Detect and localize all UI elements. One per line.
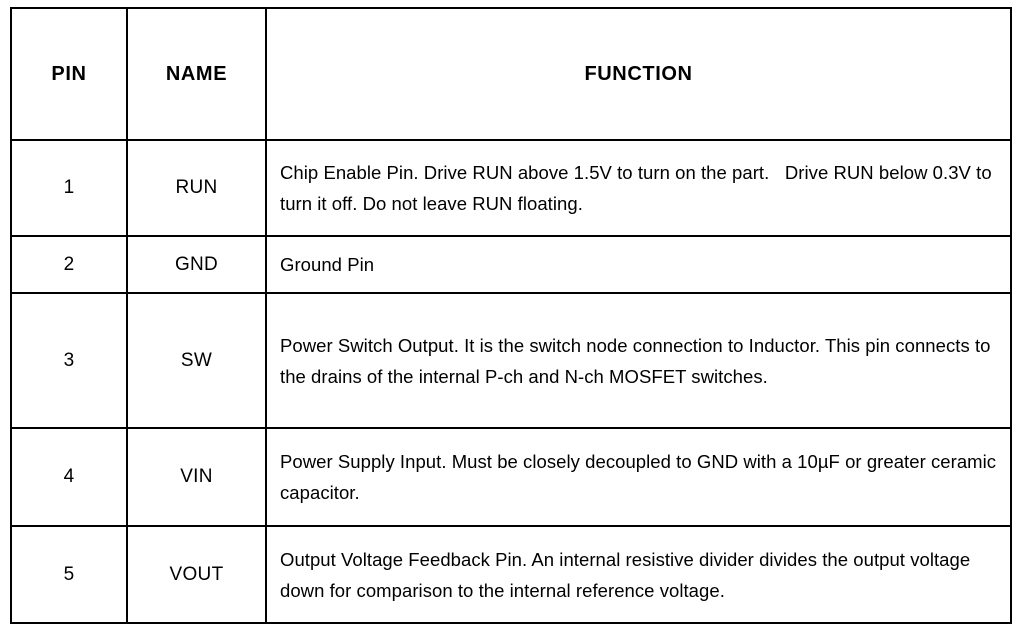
cell-pin-function: Power Supply Input. Must be closely deco… (265, 427, 1012, 527)
table-row: 4 VIN Power Supply Input. Must be closel… (10, 427, 1012, 527)
cell-pin-function: Power Switch Output. It is the switch no… (265, 292, 1012, 429)
table-row: 2 GND Ground Pin (10, 235, 1012, 294)
table-row: 1 RUN Chip Enable Pin. Drive RUN above 1… (10, 139, 1012, 237)
table-header: PIN NAME FUNCTION (10, 7, 1012, 141)
cell-pin-function: Ground Pin (265, 235, 1012, 294)
cell-pin-name: RUN (126, 139, 267, 237)
cell-pin-number: 2 (10, 235, 128, 294)
cell-pin-function: Chip Enable Pin. Drive RUN above 1.5V to… (265, 139, 1012, 237)
cell-pin-function: Output Voltage Feedback Pin. An internal… (265, 525, 1012, 624)
cell-pin-number: 1 (10, 139, 128, 237)
page-root: PIN NAME FUNCTION 1 RUN Chip Enable Pin.… (10, 7, 1012, 624)
cell-pin-name: SW (126, 292, 267, 429)
table-body: 1 RUN Chip Enable Pin. Drive RUN above 1… (10, 139, 1012, 624)
table-header-row: PIN NAME FUNCTION (10, 7, 1012, 141)
column-header-function: FUNCTION (265, 7, 1012, 141)
cell-pin-name: VIN (126, 427, 267, 527)
column-header-name: NAME (126, 7, 267, 141)
pin-description-table: PIN NAME FUNCTION 1 RUN Chip Enable Pin.… (10, 7, 1012, 624)
table-row: 3 SW Power Switch Output. It is the swit… (10, 292, 1012, 429)
table-row: 5 VOUT Output Voltage Feedback Pin. An i… (10, 525, 1012, 624)
cell-pin-number: 5 (10, 525, 128, 624)
cell-pin-name: VOUT (126, 525, 267, 624)
cell-pin-name: GND (126, 235, 267, 294)
cell-pin-number: 3 (10, 292, 128, 429)
cell-pin-number: 4 (10, 427, 128, 527)
column-header-pin: PIN (10, 7, 128, 141)
